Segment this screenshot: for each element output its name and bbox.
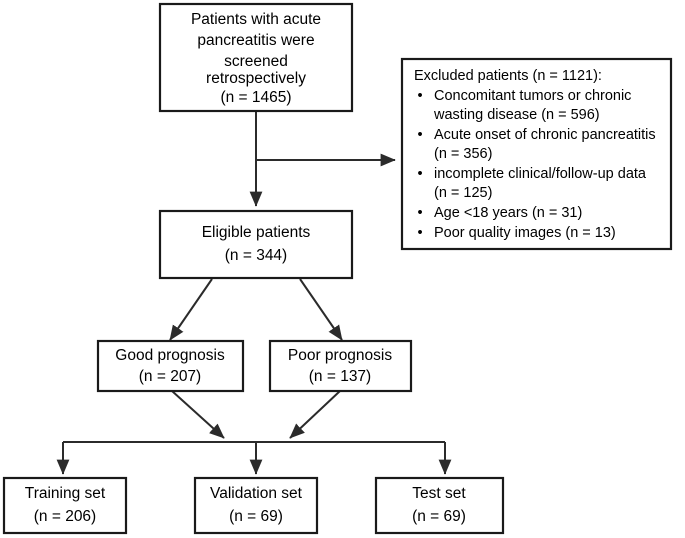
good-prognosis-line-2: (n = 207) — [139, 368, 201, 385]
excluded-bullet-2-glyph: • — [417, 127, 422, 143]
eligible-line-1: Eligible patients — [202, 224, 311, 241]
validation-set-line-2: (n = 69) — [229, 508, 283, 525]
node-poor-prognosis: Poor prognosis (n = 137) — [268, 339, 413, 393]
training-set-line-1: Training set — [25, 485, 106, 502]
poor-prognosis-line-2: (n = 137) — [309, 368, 371, 385]
excluded-bullet-1-line-1: Concomitant tumors or chronic — [434, 88, 631, 104]
excluded-bullet-2-line-2: (n = 356) — [434, 146, 492, 162]
connector-group — [56, 111, 452, 475]
node-excluded: Excluded patients (n = 1121): • Concomit… — [400, 57, 673, 251]
screened-line-4: retrospectively — [206, 70, 306, 87]
excluded-bullet-4-glyph: • — [417, 205, 422, 221]
node-eligible: Eligible patients (n = 344) — [158, 209, 354, 280]
node-training-set: Training set (n = 206) — [2, 476, 128, 535]
node-good-prognosis: Good prognosis (n = 207) — [96, 339, 245, 393]
training-set-line-2: (n = 206) — [34, 508, 96, 525]
screened-line-5: (n = 1465) — [220, 89, 291, 106]
poor-prognosis-box — [268, 339, 413, 393]
node-test-set: Test set (n = 69) — [374, 476, 505, 535]
excluded-bullet-1-line-2: wasting disease (n = 596) — [433, 107, 600, 123]
excluded-heading: Excluded patients (n = 1121): — [414, 68, 602, 84]
training-set-box — [2, 476, 128, 535]
test-set-line-1: Test set — [412, 485, 466, 502]
screened-box — [158, 2, 354, 113]
screened-line-3: screened — [224, 53, 288, 70]
test-set-box — [374, 476, 505, 535]
screened-line-2: pancreatitis were — [197, 32, 314, 49]
connector-eligible-to-poor-prognosis — [299, 278, 343, 341]
validation-set-line-1: Validation set — [210, 485, 303, 502]
excluded-bullet-5-line-1: Poor quality images (n = 13) — [434, 225, 616, 241]
excluded-bullet-2-line-1: Acute onset of chronic pancreatitis — [434, 127, 656, 143]
good-prognosis-line-1: Good prognosis — [115, 347, 225, 364]
connector-poor-prognosis-to-split — [289, 390, 341, 439]
node-screened: Patients with acute pancreatitis were sc… — [158, 2, 354, 113]
eligible-line-2: (n = 344) — [225, 247, 287, 264]
excluded-box — [400, 57, 673, 251]
connector-good-prognosis-to-split — [171, 390, 225, 439]
excluded-bullet-3-line-1: incomplete clinical/follow-up data — [434, 166, 647, 182]
eligible-box — [158, 209, 354, 280]
node-validation-set: Validation set (n = 69) — [193, 476, 319, 535]
excluded-bullet-4-line-1: Age <18 years (n = 31) — [434, 205, 582, 221]
test-set-line-2: (n = 69) — [412, 508, 466, 525]
excluded-bullet-5-glyph: • — [417, 225, 422, 241]
excluded-bullet-3-glyph: • — [417, 166, 422, 182]
excluded-bullet-1-glyph: • — [417, 88, 422, 104]
excluded-bullet-3-line-2: (n = 125) — [434, 185, 492, 201]
screened-line-1: Patients with acute — [191, 11, 321, 28]
validation-set-box — [193, 476, 319, 535]
poor-prognosis-line-1: Poor prognosis — [288, 347, 393, 364]
connector-eligible-to-good-prognosis — [169, 278, 213, 341]
good-prognosis-box — [96, 339, 245, 393]
